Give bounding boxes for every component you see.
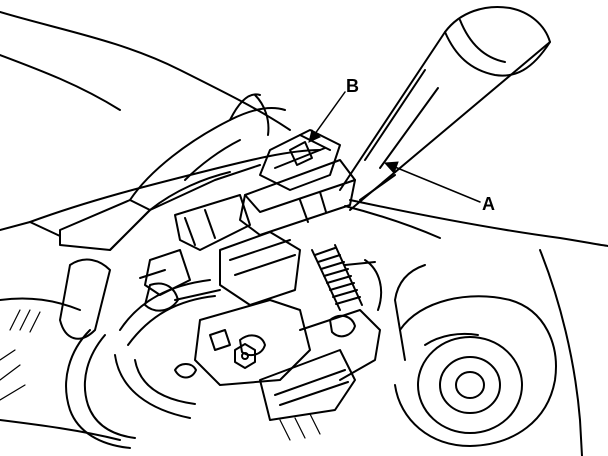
spring bbox=[311, 244, 363, 311]
connector-clip bbox=[239, 129, 356, 236]
upper-column-shroud bbox=[59, 93, 286, 251]
lower-mechanism bbox=[59, 258, 383, 421]
callout-a-label: A bbox=[482, 194, 495, 214]
callout-b-label: B bbox=[346, 76, 359, 96]
wire-harness bbox=[65, 279, 221, 449]
hatch-details bbox=[0, 309, 321, 441]
callout-b-arrowhead bbox=[308, 129, 321, 143]
fasteners bbox=[174, 329, 256, 379]
callout-a-arrowhead bbox=[383, 161, 399, 174]
callout-a-leader bbox=[389, 164, 481, 203]
connector-housings bbox=[139, 194, 301, 306]
knob-assembly bbox=[394, 264, 557, 447]
dashboard-outline bbox=[0, 11, 608, 456]
steering-column-cover bbox=[339, 6, 551, 211]
callout-b-leader bbox=[311, 91, 346, 139]
